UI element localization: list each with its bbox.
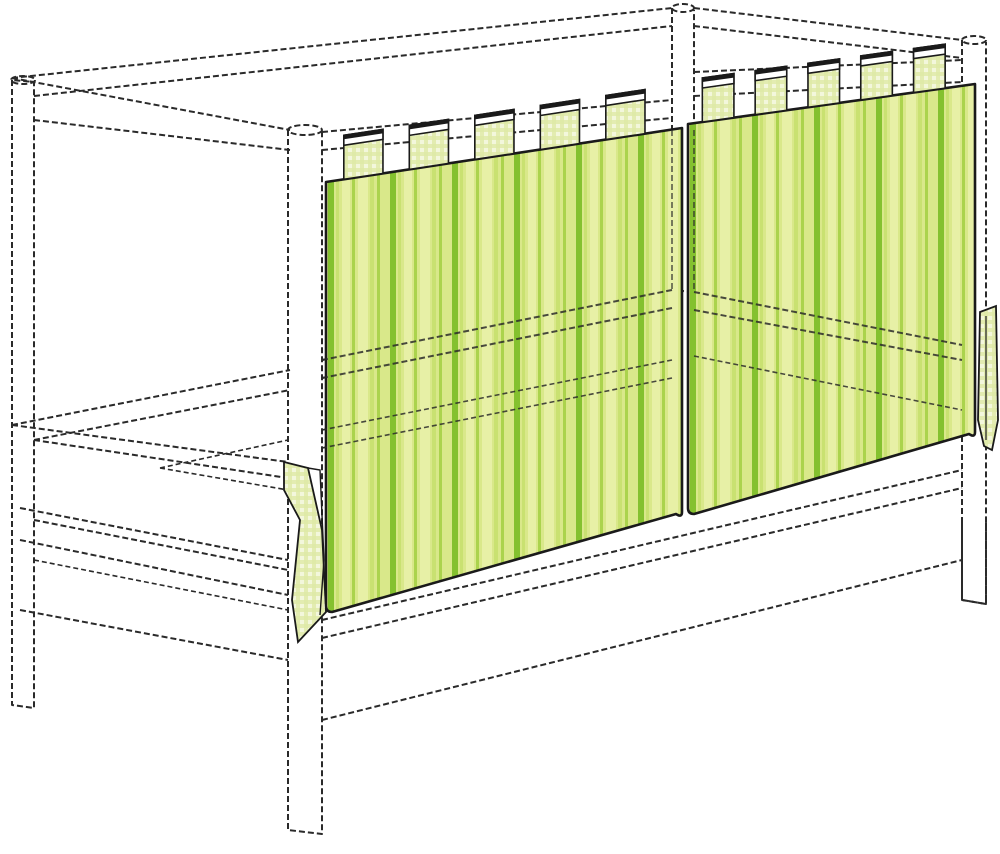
- curtain-loop-top: [474, 109, 514, 120]
- curtain-loop-top: [409, 119, 449, 130]
- right-tie: [977, 304, 999, 452]
- side-board-left: [19, 439, 289, 661]
- curtain-loop-top: [807, 58, 840, 68]
- left-tie: [283, 460, 327, 644]
- curtain-loop-top: [913, 44, 946, 53]
- curtain: [283, 43, 999, 644]
- left-tie-fold: [307, 467, 325, 616]
- curtain-loop-top: [343, 129, 383, 140]
- curtain-loop-top: [540, 99, 580, 110]
- curtain-panel-outline: [686, 82, 977, 516]
- frame-overlay: [321, 130, 963, 449]
- left-front-post: [10, 75, 36, 709]
- curtain-loop-top: [860, 51, 893, 60]
- curtain-loop-top: [605, 89, 645, 100]
- curtain-loop-top: [755, 66, 787, 75]
- curtain-panel-2: [686, 43, 977, 516]
- curtain-ties: [283, 304, 999, 644]
- curtain-loop-top: [702, 73, 734, 82]
